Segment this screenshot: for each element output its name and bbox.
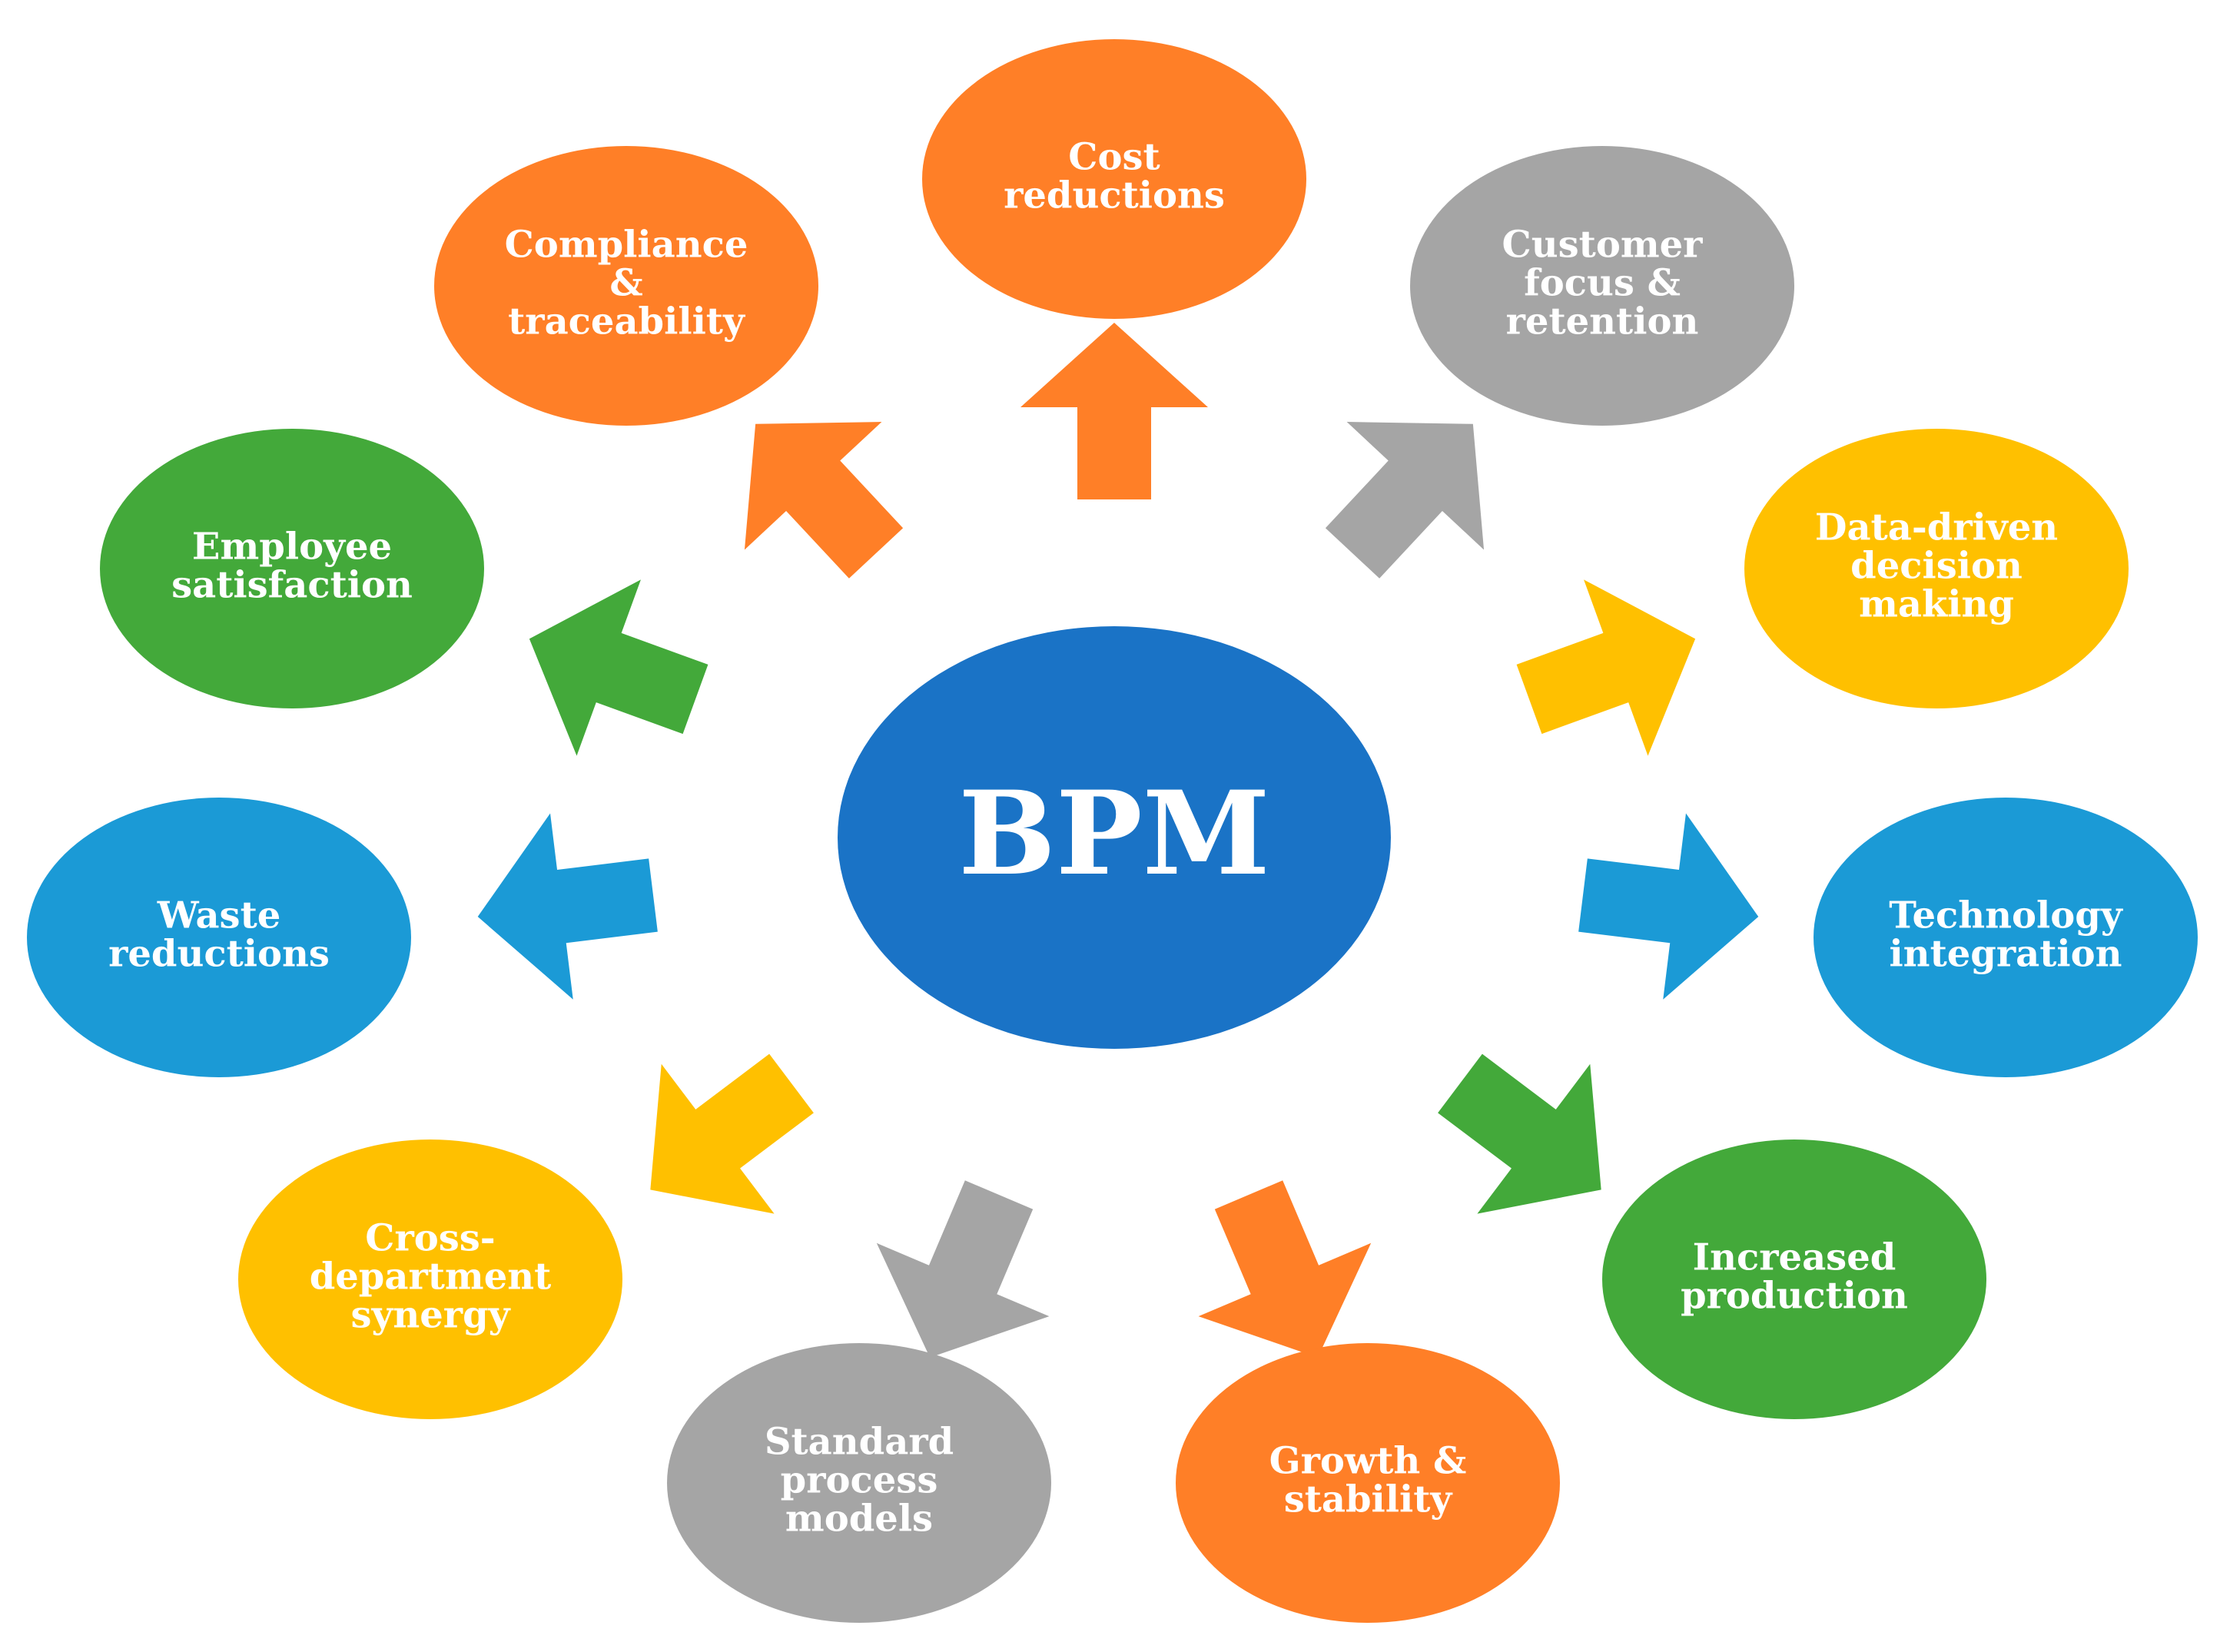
arrow-to-customer-focus	[1325, 422, 1485, 579]
node-label-cost-reductions-line-1: Cost	[1068, 136, 1160, 179]
arrow-to-growth-stability	[1198, 1180, 1372, 1358]
node-label-cross-department-line-1: Cross-	[365, 1217, 495, 1260]
node-label-standard-process-line-3: models	[785, 1498, 933, 1541]
node-ellipse-cross-department	[238, 1139, 622, 1419]
node-label-cross-department-line-2: department	[310, 1256, 552, 1299]
arrow-to-waste-reductions	[477, 813, 658, 1000]
node-label-waste-reductions-line-1: Waste	[157, 894, 281, 937]
node-label-employee-satisfaction-line-2: satisfaction	[171, 564, 413, 607]
arrow-to-compliance	[744, 422, 904, 579]
arrow-to-standard-process	[876, 1180, 1050, 1358]
node-ellipse-cost-reductions	[922, 39, 1306, 319]
node-ellipse-compliance	[434, 146, 818, 426]
node-ellipse-standard-process	[667, 1343, 1051, 1623]
node-label-cross-department-line-3: synergy	[350, 1294, 511, 1337]
node-label-growth-stability-line-2: stability	[1284, 1478, 1454, 1521]
bpm-hub-label: BPM	[958, 766, 1270, 901]
arrow-to-cross-department	[650, 1053, 814, 1214]
node-ellipse-growth-stability	[1176, 1343, 1560, 1623]
node-label-increased-production-line-2: production	[1681, 1275, 1908, 1318]
node-label-data-driven-line-1: Data-driven	[1815, 506, 2058, 549]
node-label-technology-integration-line-1: Technology	[1889, 894, 2124, 937]
node-ellipse-increased-production	[1602, 1139, 1986, 1419]
bpm-hub-ellipse	[838, 626, 1391, 1049]
node-label-compliance-line-3: traceability	[508, 300, 746, 343]
node-label-employee-satisfaction-line-1: Employee	[192, 526, 392, 569]
arrow-to-data-driven	[1516, 579, 1696, 756]
arrow-to-employee-satisfaction	[529, 579, 708, 756]
node-label-standard-process-line-1: Standard	[765, 1421, 954, 1464]
node-label-increased-production-line-1: Increased	[1693, 1236, 1896, 1279]
node-label-cost-reductions-line-2: reductions	[1004, 174, 1225, 217]
node-ellipse-employee-satisfaction	[100, 429, 484, 708]
node-label-growth-stability-line-1: Growth &	[1269, 1440, 1467, 1483]
node-ellipse-technology-integration	[1814, 798, 2198, 1077]
node-ellipse-data-driven	[1744, 429, 2129, 708]
node-label-customer-focus-line-1: Customer	[1502, 224, 1704, 267]
node-label-technology-integration-line-2: integration	[1889, 933, 2122, 976]
node-ellipse-customer-focus	[1410, 146, 1794, 426]
node-compliance: Compliance&traceability	[434, 146, 818, 426]
arrow-to-cost-reductions	[1020, 323, 1208, 499]
node-label-compliance-line-2: &	[609, 262, 642, 305]
arrows-layer	[477, 323, 1759, 1358]
node-label-standard-process-line-2: process	[781, 1459, 938, 1502]
node-label-waste-reductions-line-2: reductions	[108, 933, 330, 976]
node-label-compliance-line-1: Compliance	[505, 224, 748, 267]
arrow-to-increased-production	[1438, 1053, 1601, 1214]
node-label-data-driven-line-2: decision	[1850, 545, 2023, 588]
node-label-data-driven-line-3: making	[1859, 583, 2014, 626]
arrow-to-technology-integration	[1578, 813, 1759, 1000]
node-ellipse-waste-reductions	[27, 798, 411, 1077]
node-label-customer-focus-line-3: retention	[1506, 300, 1699, 343]
node-label-customer-focus-line-2: focus &	[1524, 262, 1681, 305]
bpm-hub: BPM	[838, 626, 1391, 1049]
node-growth-stability: Growth &stability	[1176, 1343, 1560, 1623]
